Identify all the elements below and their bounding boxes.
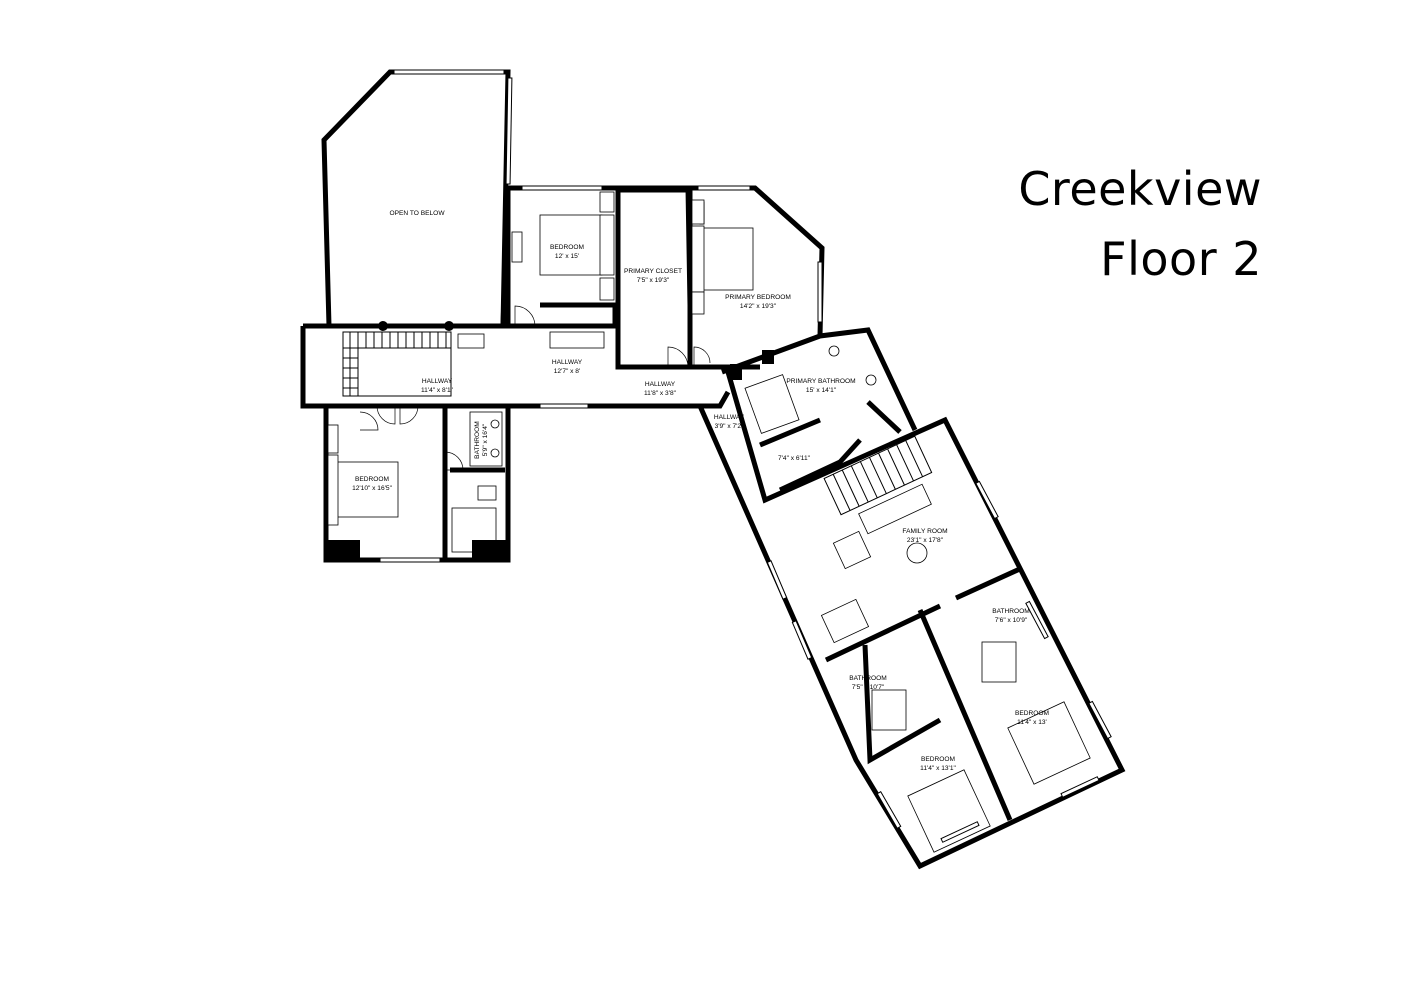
- open-to-below-walls: [321, 69, 511, 327]
- fixtures-right: [490, 345, 1091, 853]
- right-wing-walls: [697, 327, 1126, 870]
- label-open-to-below: OPEN TO BELOW: [389, 210, 445, 217]
- plan-title: Creekview: [1018, 162, 1262, 216]
- inner-walls: [759, 400, 902, 493]
- label-wc: 7'4" x 6'11": [778, 455, 811, 462]
- doors-left: [359, 305, 711, 471]
- family-room-walls: [824, 565, 1024, 821]
- stairs-left: [342, 321, 454, 397]
- corridor-walls: [697, 371, 1126, 870]
- plan-subtitle: Floor 2: [1100, 232, 1262, 286]
- label-bathroom-left: BATHROOM5'9" x 16'4": [474, 421, 489, 459]
- windows-right: [766, 480, 1112, 843]
- hallway-walls: [300, 187, 731, 409]
- stairs-right: [823, 435, 933, 516]
